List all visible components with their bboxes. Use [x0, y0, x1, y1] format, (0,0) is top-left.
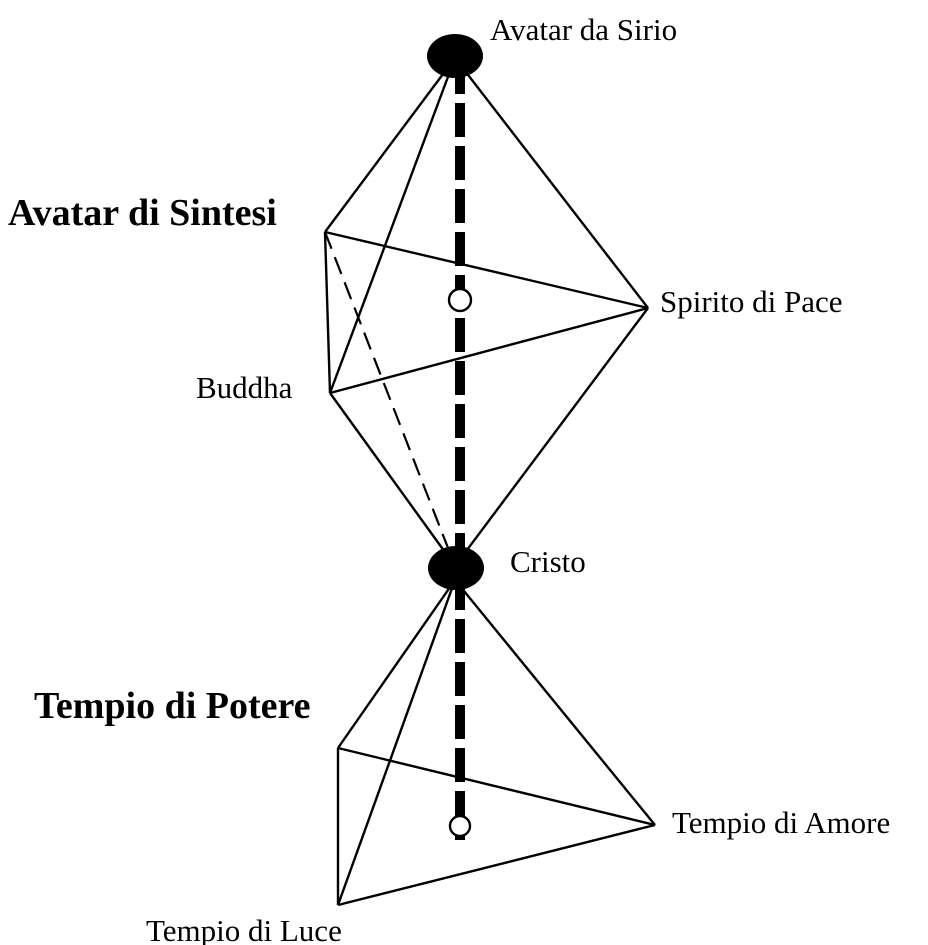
edge-buddha-pace [329, 306, 649, 395]
label-avatar-da-sirio: Avatar da Sirio [490, 12, 677, 47]
edge-sirio-pace [454, 57, 649, 309]
label-buddha: Buddha [196, 370, 293, 405]
lower-pyramid [336, 579, 656, 907]
edge-sintesi-buddha [323, 231, 332, 394]
label-tempio-di-amore: Tempio di Amore [672, 805, 890, 840]
edge-cristo-luce [336, 579, 457, 906]
edge-potere-amore [337, 746, 656, 827]
node-center-lower [448, 814, 472, 838]
label-tempio-di-potere: Tempio di Potere [34, 685, 311, 727]
node-cristo [428, 546, 484, 590]
edge-sintesi-cristo-dashed [323, 231, 457, 567]
edge-buddha-cristo [329, 392, 456, 567]
node-avatar-da-sirio [427, 34, 483, 78]
edge-cristo-amore [454, 579, 656, 826]
label-cristo: Cristo [510, 544, 586, 579]
edge-pace-cristo [454, 307, 649, 567]
edge-cristo-potere [337, 579, 456, 749]
upper-pyramid [323, 57, 649, 567]
edge-luce-amore [337, 823, 656, 907]
label-avatar-di-sintesi: Avatar di Sintesi [8, 192, 277, 234]
edge-sintesi-pace [324, 230, 649, 310]
label-tempio-di-luce: Tempio di Luce [146, 913, 342, 945]
edge-sirio-sintesi [324, 57, 456, 233]
edge-sirio-buddha [328, 57, 457, 394]
node-center-upper [447, 287, 473, 313]
label-spirito-di-pace: Spirito di Pace [660, 284, 843, 319]
